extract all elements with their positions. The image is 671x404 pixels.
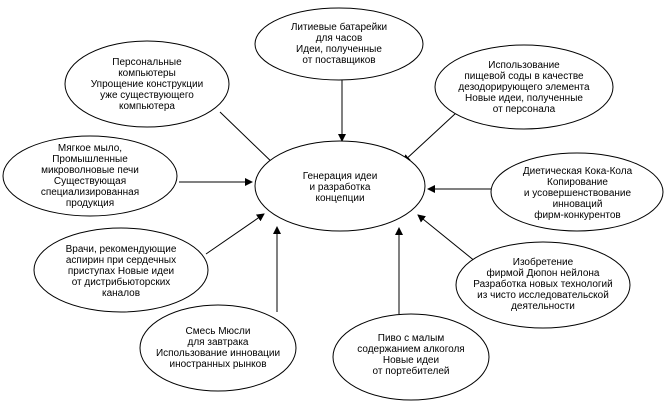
arrow-bottom-left xyxy=(205,213,265,255)
node-bottom-right-shape xyxy=(455,241,631,329)
node-bottom-right-label: Изобретение фирмой Дюпон нейлона Разрабо… xyxy=(473,257,613,312)
node-top-label: Литиевые батарейки для часов Идеи, получ… xyxy=(290,22,388,66)
node-right-shape xyxy=(490,152,664,232)
node-top-shape xyxy=(254,7,424,81)
node-top-left-shape xyxy=(64,40,230,128)
node-top-right-label: Использование пищевой соды в качестве де… xyxy=(458,60,590,115)
node-top-left-label: Персональные компьютеры Упрощение констр… xyxy=(90,57,204,112)
node-bottom-center-left-shape xyxy=(139,304,297,392)
arrow-top-right xyxy=(402,112,457,163)
arrow-bottom-right xyxy=(417,214,477,263)
node-bottom-center-right-shape xyxy=(332,313,490,401)
node-center-shape xyxy=(254,140,426,232)
node-center-label: Генерация идеи и разработка концепции xyxy=(302,171,378,204)
node-left-label: Мягкое мыло, Промышленные микроволновые … xyxy=(40,143,140,209)
arrow-top-left xyxy=(219,111,278,168)
node-right-label: Диетическая Кока-Кола Копирование и усов… xyxy=(522,166,633,221)
node-bottom-left-label: Врачи, рекомендующие аспирин при сердечн… xyxy=(65,244,177,299)
node-left-shape xyxy=(2,135,178,217)
node-bottom-left-shape xyxy=(33,227,209,313)
node-bottom-center-left-label: Смесь Мюсли для завтрака Использование и… xyxy=(155,326,281,370)
node-top-right-shape xyxy=(434,44,614,130)
node-bottom-center-right-label: Пиво с малым содержанием алкоголя Новые … xyxy=(357,333,465,377)
